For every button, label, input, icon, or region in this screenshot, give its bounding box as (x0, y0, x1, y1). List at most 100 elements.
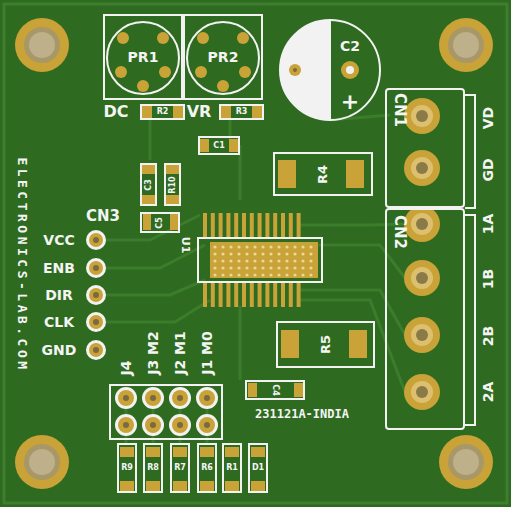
header-pin (89, 261, 103, 275)
thermal-via (301, 273, 304, 276)
thermal-via (213, 259, 216, 262)
terminal-pad (416, 386, 428, 398)
ref-designator: R4 (317, 164, 330, 183)
thermal-via (245, 259, 248, 262)
terminal-pad (404, 98, 440, 134)
thermal-via (245, 273, 248, 276)
copper-pad (142, 106, 152, 118)
thermal-via (293, 266, 296, 269)
header-pin (118, 390, 134, 406)
silkscreen-label: VR (187, 104, 212, 120)
ic-pin (219, 213, 223, 237)
mounting-hole (24, 27, 60, 63)
copper-pad (142, 195, 155, 204)
thermal-via (269, 245, 272, 248)
thermal-via (285, 245, 288, 248)
copper-pad (120, 481, 134, 491)
component-outline: R7 (170, 443, 190, 493)
header-pin (86, 340, 106, 360)
thermal-via (221, 245, 224, 248)
copper-pad (120, 447, 134, 457)
terminal-pad (404, 260, 440, 296)
silkscreen-label: VCC (43, 233, 74, 247)
thermal-via (253, 266, 256, 269)
header-pin (89, 343, 103, 357)
ref-designator: C3 (145, 179, 153, 190)
terminal-pad (411, 213, 433, 235)
copper-pad (166, 195, 179, 204)
silkscreen-label: CLK (44, 315, 74, 329)
thermal-via (277, 252, 280, 255)
header-pin (196, 414, 218, 436)
ic-pin (234, 283, 238, 307)
header-pin (93, 292, 99, 298)
copper-pad (200, 481, 214, 491)
header-pin (93, 347, 99, 353)
ic-pin (250, 283, 254, 307)
copper-pad (146, 447, 160, 457)
thermal-via (245, 252, 248, 255)
silkscreen-label: J1 M0 (200, 331, 214, 375)
component-outline: D1 (248, 443, 268, 493)
header-pin (172, 417, 188, 433)
header-pin (89, 233, 103, 247)
mounting-hole (29, 32, 55, 58)
thermal-via (269, 273, 272, 276)
mounting-hole (15, 435, 69, 489)
thermal-via (229, 252, 232, 255)
thermal-via (229, 266, 232, 269)
copper-pad (294, 383, 303, 397)
thermal-via (309, 266, 312, 269)
copper-pad (143, 214, 151, 230)
pot-pad (115, 66, 127, 78)
thermal-via (237, 252, 240, 255)
copper-pad (200, 447, 214, 457)
ic-pin (226, 283, 230, 307)
pot-pad (117, 32, 129, 44)
ic-pin (211, 213, 215, 237)
ic-pin (265, 283, 269, 307)
terminal-pad (416, 329, 428, 341)
header-pin (142, 414, 164, 436)
header-pin (93, 265, 99, 271)
ref-designator: R6 (201, 464, 213, 472)
copper-pad (225, 447, 239, 457)
thermal-via (277, 266, 280, 269)
header-pin (115, 414, 137, 436)
thermal-via (269, 266, 272, 269)
thermal-via (253, 259, 256, 262)
thermal-via (229, 273, 232, 276)
thermal-via (301, 245, 304, 248)
header-pin (199, 417, 215, 433)
ref-designator: R8 (147, 464, 159, 472)
thermal-via (245, 245, 248, 248)
component-outline: R4 (273, 152, 373, 196)
copper-pad (200, 139, 209, 152)
ic-pin (258, 283, 262, 307)
terminal-pad (404, 150, 440, 186)
ic-pin (234, 213, 238, 237)
thermal-via (309, 273, 312, 276)
component-outline: C4 (245, 380, 305, 400)
component-outline: C5 (140, 212, 180, 233)
thermal-via (269, 252, 272, 255)
pot-pad (195, 66, 207, 78)
pot-pad (137, 80, 149, 92)
ref-designator: R2 (157, 108, 169, 116)
ic-pin (297, 213, 301, 237)
thermal-via (253, 252, 256, 255)
ref-designator: R5 (319, 335, 332, 354)
ic-pin (226, 213, 230, 237)
ref-designator: R3 (236, 108, 248, 116)
mounting-hole (448, 444, 484, 480)
header-pin (169, 387, 191, 409)
header-pin (177, 422, 183, 428)
header-pin (86, 230, 106, 250)
thermal-via (237, 259, 240, 262)
thermal-via (253, 245, 256, 248)
silkscreen-label: 1A (481, 214, 495, 235)
silkscreen-label: J2 M1 (173, 331, 187, 375)
ref-designator: R7 (174, 464, 186, 472)
ic-pin (203, 213, 207, 237)
ref-designator: CN2 (392, 215, 407, 249)
